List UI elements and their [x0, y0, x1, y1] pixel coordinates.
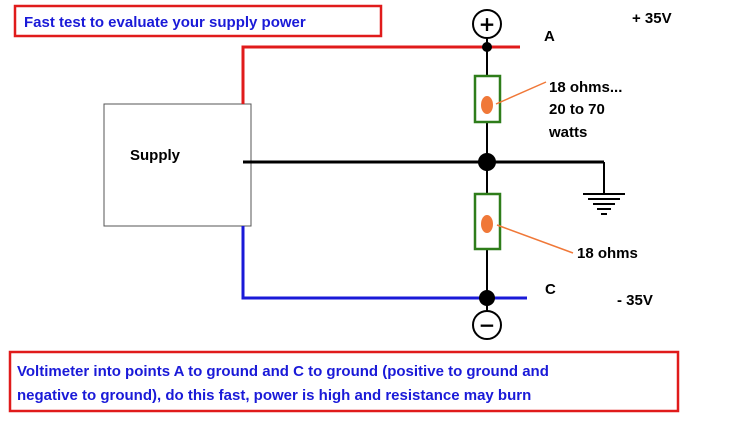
positive-voltage-label: + 35V	[632, 10, 672, 27]
bottom-resistor-leader	[496, 224, 574, 254]
top-resistor-label-line2: 20 to 70	[549, 101, 605, 118]
junction-center	[478, 153, 496, 171]
instructions-line2: negative to ground), do this fast, power…	[17, 387, 531, 404]
bottom-resistor-label: 18 ohms	[577, 245, 638, 262]
negative-wire	[241, 226, 527, 300]
point-c-label: C	[545, 281, 556, 298]
negative-terminal	[472, 310, 502, 340]
top-resistor-label-line1: 18 ohms...	[549, 79, 622, 96]
supply-box	[103, 103, 252, 227]
supply-label: Supply	[130, 147, 181, 164]
top-resistor-element	[481, 96, 493, 114]
plus-icon: +	[479, 12, 496, 36]
positive-terminal	[472, 9, 502, 39]
positive-wire	[241, 45, 520, 104]
title-text: Fast test to evaluate your supply power	[24, 14, 306, 31]
top-resistor-leader	[495, 81, 547, 105]
title-box	[13, 4, 383, 38]
minus-icon: −	[479, 313, 496, 337]
junction-c	[479, 290, 495, 306]
top-resistor-label-line3: watts	[548, 124, 587, 141]
instructions-box	[8, 350, 680, 413]
bottom-resistor-element	[481, 215, 493, 233]
negative-voltage-label: - 35V	[617, 292, 653, 309]
junction-a	[482, 42, 492, 52]
point-a-label: A	[544, 28, 555, 45]
instructions-line1: Voltimeter into points A to ground and C…	[17, 363, 549, 380]
ground-icon	[583, 193, 625, 215]
